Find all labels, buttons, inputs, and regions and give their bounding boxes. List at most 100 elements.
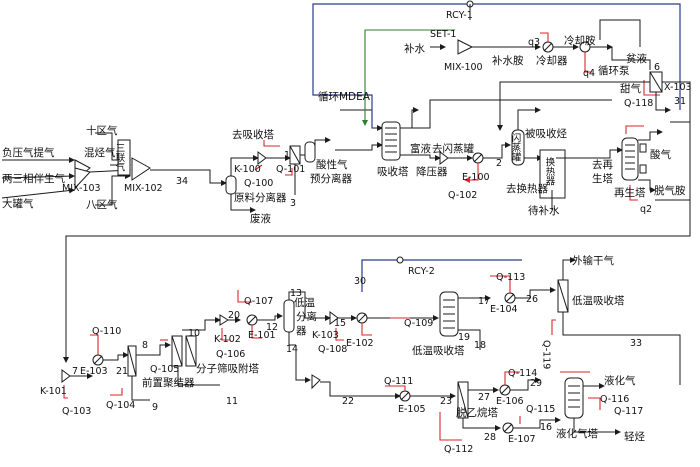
label-s3: 3 xyxy=(290,198,296,209)
label-mix100: MIX-100 xyxy=(444,62,483,73)
makeup-section xyxy=(430,19,651,73)
label-lts-3: 器 xyxy=(296,325,307,337)
k-102 xyxy=(219,290,252,341)
label-mol-sieve: 分子筛吸附塔 xyxy=(196,362,259,375)
label-e100: E-100 xyxy=(462,172,490,183)
label-to-hx: 去换热器 xyxy=(506,182,548,195)
label-regen: 再生塔 xyxy=(614,186,646,199)
label-s26: 26 xyxy=(526,294,538,305)
to-absorber-lines xyxy=(312,30,383,151)
label-q114: Q-114 xyxy=(508,368,537,379)
label-e107: E-107 xyxy=(508,434,536,445)
label-three-joint: 三联气 xyxy=(114,143,126,172)
label-s17: 17 xyxy=(478,296,490,307)
label-lts-2: 分离 xyxy=(296,310,317,323)
label-mix102: MIX-102 xyxy=(124,183,163,194)
label-q101: Q-101 xyxy=(276,164,305,175)
label-s12: 12 xyxy=(266,322,278,333)
e-107 xyxy=(502,416,561,434)
label-desour-amine: 脱气胺 xyxy=(654,184,686,197)
label-q106: Q-106 xyxy=(216,349,245,360)
low-temp-separator xyxy=(283,291,331,346)
label-s27: 27 xyxy=(478,392,490,403)
label-s20: 20 xyxy=(228,310,240,321)
e-103 xyxy=(90,334,129,366)
label-hx: 换热器 xyxy=(544,156,556,185)
label-pressure-reducer: 降压器 xyxy=(416,165,448,178)
label-e104: E-104 xyxy=(490,304,518,315)
label-to-regen-2: 生塔 xyxy=(592,172,613,185)
label-s22: 22 xyxy=(342,396,354,407)
label-e101: E-101 xyxy=(248,330,276,341)
e-104 xyxy=(490,275,556,304)
label-s10: 10 xyxy=(188,328,200,339)
label-s21: 21 xyxy=(116,366,128,377)
k-103 xyxy=(329,311,357,341)
label-feed-two-three-phase: 两三相伴生气 xyxy=(2,172,65,185)
label-k102: K-102 xyxy=(214,334,241,345)
label-s7: 7 xyxy=(72,366,78,377)
label-deethanizer: 脱乙烷塔 xyxy=(456,406,498,419)
presep-vessel xyxy=(304,141,316,163)
label-liquefied-gas-tower: 液化气塔 xyxy=(556,427,598,440)
label-feed-area8: 八区气 xyxy=(86,198,118,211)
label-rcy1: RCY-1 xyxy=(446,10,473,21)
label-mix103: MIX-103 xyxy=(62,183,101,194)
e-101 xyxy=(246,313,283,339)
label-q100: Q-100 xyxy=(244,178,273,189)
label-s29: 29 xyxy=(530,378,542,389)
label-q107: Q-107 xyxy=(244,296,273,307)
label-s23: 23 xyxy=(440,396,452,407)
label-s8: 8 xyxy=(142,340,148,351)
rcy1-loop xyxy=(312,0,681,126)
label-cool-amine: 冷却胺 xyxy=(564,34,596,47)
k-101 xyxy=(61,369,93,399)
label-q115: Q-115 xyxy=(526,404,555,415)
label-s6: 6 xyxy=(654,62,660,73)
label-absorber: 吸收塔 xyxy=(377,165,409,178)
e-106 xyxy=(499,371,541,396)
label-s18: 18 xyxy=(474,340,486,351)
flash-section xyxy=(439,107,543,183)
mix-102 xyxy=(131,157,151,181)
deethanizer-feed xyxy=(295,345,401,399)
label-s11: 11 xyxy=(226,396,238,407)
label-makeup-amine: 补水胺 xyxy=(492,54,524,67)
label-feed-big-tank: 大罐气 xyxy=(2,197,34,210)
label-s28: 28 xyxy=(484,432,496,443)
label-feed-area10: 十区气 xyxy=(86,124,118,137)
label-k103: K-103 xyxy=(312,330,339,341)
label-s33: 33 xyxy=(630,338,642,349)
label-s2: 2 xyxy=(496,158,502,169)
label-pre-coalescer: 前置聚结器 xyxy=(142,376,195,389)
label-s1: 1 xyxy=(284,150,290,161)
label-to-flash: 去闪蒸罐 xyxy=(432,142,474,155)
label-rich-liq: 富液 xyxy=(410,142,431,155)
label-rcy2: RCY-2 xyxy=(408,266,435,277)
label-low-temp-abs: 低温吸收塔 xyxy=(412,344,465,357)
liquefied-gas-tower xyxy=(560,371,621,435)
regenerator xyxy=(621,125,663,201)
label-sweet-gas: 甜气 xyxy=(620,82,641,95)
three-joint-box xyxy=(117,139,131,176)
label-s31: 31 xyxy=(674,96,686,107)
label-q4: q4 xyxy=(583,68,595,79)
label-q3: q3 xyxy=(528,37,540,48)
heat-exchanger xyxy=(539,147,623,210)
label-q117: Q-117 xyxy=(614,406,643,417)
label-s34: 34 xyxy=(176,176,188,187)
label-s19: 19 xyxy=(458,332,470,343)
lean-amine-return xyxy=(400,99,612,129)
label-q105: Q-105 xyxy=(150,364,179,375)
mix-103 xyxy=(74,159,91,190)
label-e106: E-106 xyxy=(496,396,524,407)
label-q109: Q-109 xyxy=(404,318,433,329)
x-103 xyxy=(497,71,691,201)
label-s9: 9 xyxy=(152,402,158,413)
label-e105: E-105 xyxy=(398,404,426,415)
label-recycle-mdea: 循环MDEA xyxy=(318,90,371,103)
k-100 xyxy=(254,140,291,171)
label-s13: 13 xyxy=(290,288,302,299)
